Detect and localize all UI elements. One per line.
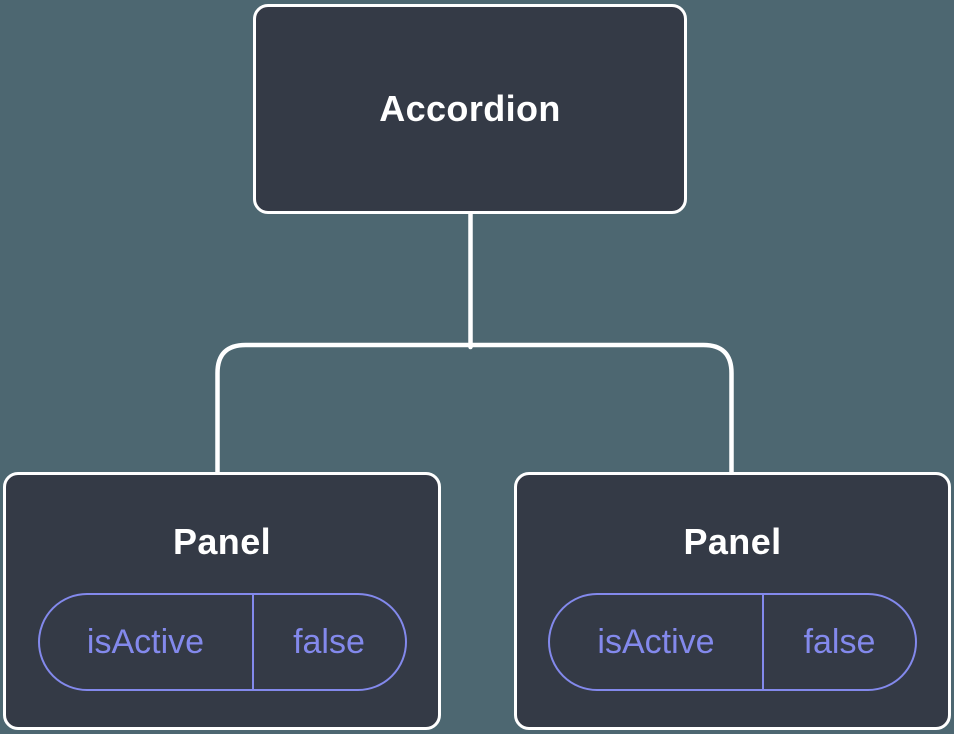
panel-node-label: Panel [683,521,782,562]
accordion-node-label: Accordion [379,88,561,129]
state-value-label: false [803,622,876,661]
state-pill: isActive false [37,593,407,691]
component-node-accordion: Accordion [253,4,687,214]
component-node-panel-2: Panel isActive false [514,472,951,730]
component-node-panel-1: Panel isActive false [3,472,441,730]
connector-branch [215,342,734,477]
state-pill: isActive false [548,593,917,691]
state-key-label: isActive [40,595,254,689]
state-value-label: false [293,622,365,661]
panel-node-label: Panel [172,521,272,562]
state-key-label: isActive [550,595,764,689]
